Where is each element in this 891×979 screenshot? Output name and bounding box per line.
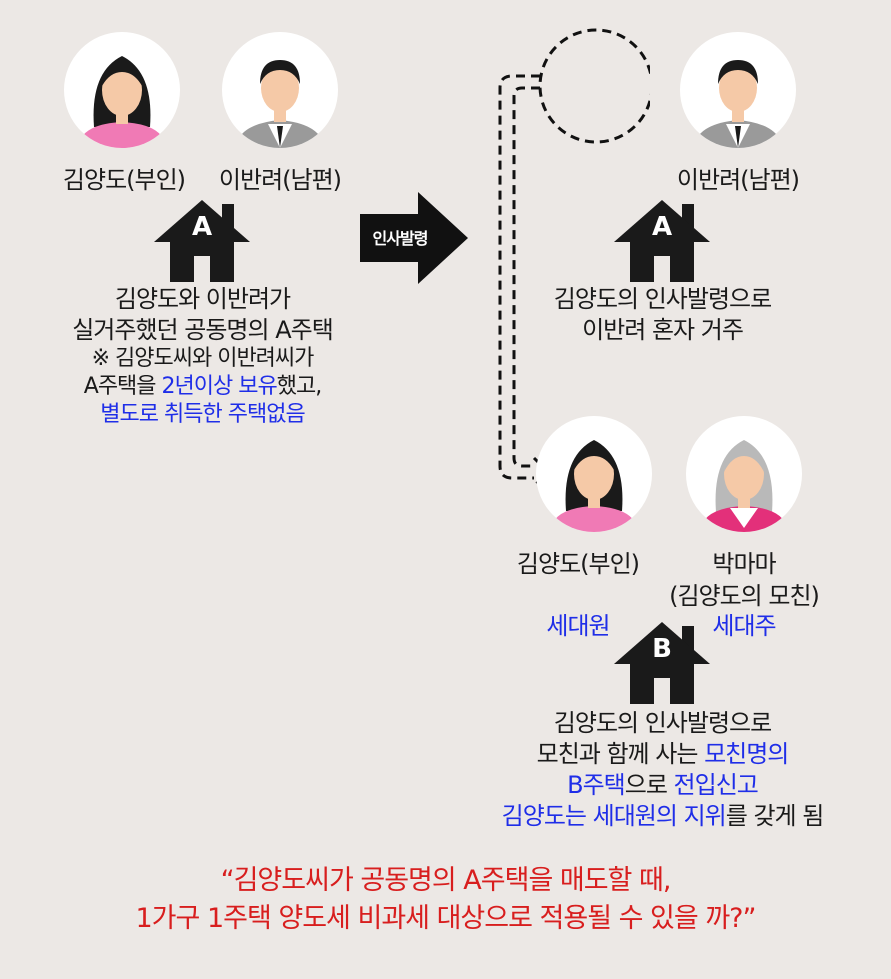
empty-spot-circle bbox=[538, 28, 650, 144]
husband-label-left: 이반려(남편) bbox=[218, 166, 342, 194]
husband-avatar bbox=[222, 32, 338, 148]
left-note-line3: 별도로 취득한 주택없음 bbox=[100, 402, 305, 427]
husband-avatar-right bbox=[680, 32, 796, 148]
question-line2: 1가구 1주택 양도세 비과세 대상으로 적용될 수 있을 까?” bbox=[135, 903, 757, 934]
right-bottom-description: 김양도의 인사발령으로 모친과 함께 사는 모친명의 B주택으로 전입신고 김양… bbox=[440, 708, 885, 832]
wife-label-left: 김양도(부인) bbox=[62, 166, 186, 194]
right-bottom-desc-line2: 모친과 함께 사는 모친명의 bbox=[536, 740, 790, 768]
house-letter-a-left: A bbox=[191, 212, 213, 242]
woman-icon bbox=[78, 56, 166, 148]
house-icon bbox=[614, 622, 710, 704]
wife-role: 세대원 bbox=[546, 612, 610, 640]
right-top-desc-line2: 이반려 혼자 거주 bbox=[582, 316, 744, 344]
house-icon bbox=[614, 200, 710, 282]
woman-icon bbox=[550, 440, 638, 532]
transfer-arrow: 인사발령 bbox=[360, 192, 470, 284]
arrow-label: 인사발령 bbox=[372, 229, 429, 248]
question-line1: “김양도씨가 공동명의 A주택을 매도할 때, bbox=[220, 865, 672, 896]
right-top-description: 김양도의 인사발령으로 이반려 혼자 거주 bbox=[470, 284, 855, 346]
right-bottom-desc-line3: B주택으로 전입신고 bbox=[567, 771, 759, 799]
house-icon bbox=[154, 200, 250, 282]
husband-label-right: 이반려(남편) bbox=[676, 166, 800, 194]
mother-label-name: 박마마 bbox=[712, 550, 776, 578]
left-desc-line2: 실거주했던 공동명의 A주택 bbox=[72, 316, 334, 344]
wife-avatar bbox=[64, 32, 180, 148]
right-bottom-desc-line4: 김양도는 세대원의 지위를 갖게 됨 bbox=[501, 802, 825, 830]
man-icon bbox=[236, 60, 324, 148]
right-top-desc-line1: 김양도의 인사발령으로 bbox=[553, 285, 772, 313]
house-letter-a-right: A bbox=[651, 212, 673, 242]
wife-label-right: 김양도(부인) bbox=[516, 550, 640, 578]
mother-role: 세대주 bbox=[712, 612, 776, 640]
house-a-left: A bbox=[152, 198, 252, 282]
house-a-right: A bbox=[612, 198, 712, 282]
left-note: ※ 김양도씨와 이반려씨가 A주택을 2년이상 보유했고, 별도로 취득한 주택… bbox=[10, 345, 395, 429]
house-letter-b: B bbox=[652, 634, 672, 664]
left-desc-line1: 김양도와 이반려가 bbox=[114, 285, 291, 313]
man-icon bbox=[694, 60, 782, 148]
mother-label-relation: (김양도의 모친) bbox=[669, 582, 820, 610]
right-bottom-desc-line1: 김양도의 인사발령으로 bbox=[553, 709, 772, 737]
arrow-right-icon bbox=[360, 192, 468, 284]
left-note-line1: ※ 김양도씨와 이반려씨가 bbox=[91, 346, 315, 371]
wife-avatar-right bbox=[536, 416, 652, 532]
left-description: 김양도와 이반려가 실거주했던 공동명의 A주택 bbox=[10, 284, 395, 346]
elderly-woman-icon bbox=[700, 440, 788, 532]
mother-avatar bbox=[686, 416, 802, 532]
question: “김양도씨가 공동명의 A주택을 매도할 때, 1가구 1주택 양도세 비과세 … bbox=[0, 862, 891, 938]
left-note-line2: A주택을 2년이상 보유했고, bbox=[83, 374, 322, 399]
house-b: B bbox=[612, 620, 712, 704]
